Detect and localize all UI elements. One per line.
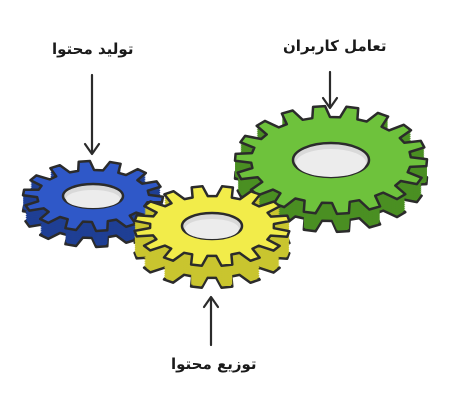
label-content-production: تولید محتوا: [52, 40, 134, 58]
arrow-down-icon: [83, 73, 101, 156]
yellow-gear-icon: [133, 185, 291, 289]
arrow-up-icon: [202, 295, 220, 347]
blue-gear-icon: [21, 159, 165, 249]
arrow-down-icon: [321, 70, 339, 110]
label-content-distribution: توزیع محتوا: [171, 355, 257, 373]
label-user-interaction: تعامل کاربران: [283, 37, 387, 55]
green-gear-icon: [233, 104, 429, 234]
